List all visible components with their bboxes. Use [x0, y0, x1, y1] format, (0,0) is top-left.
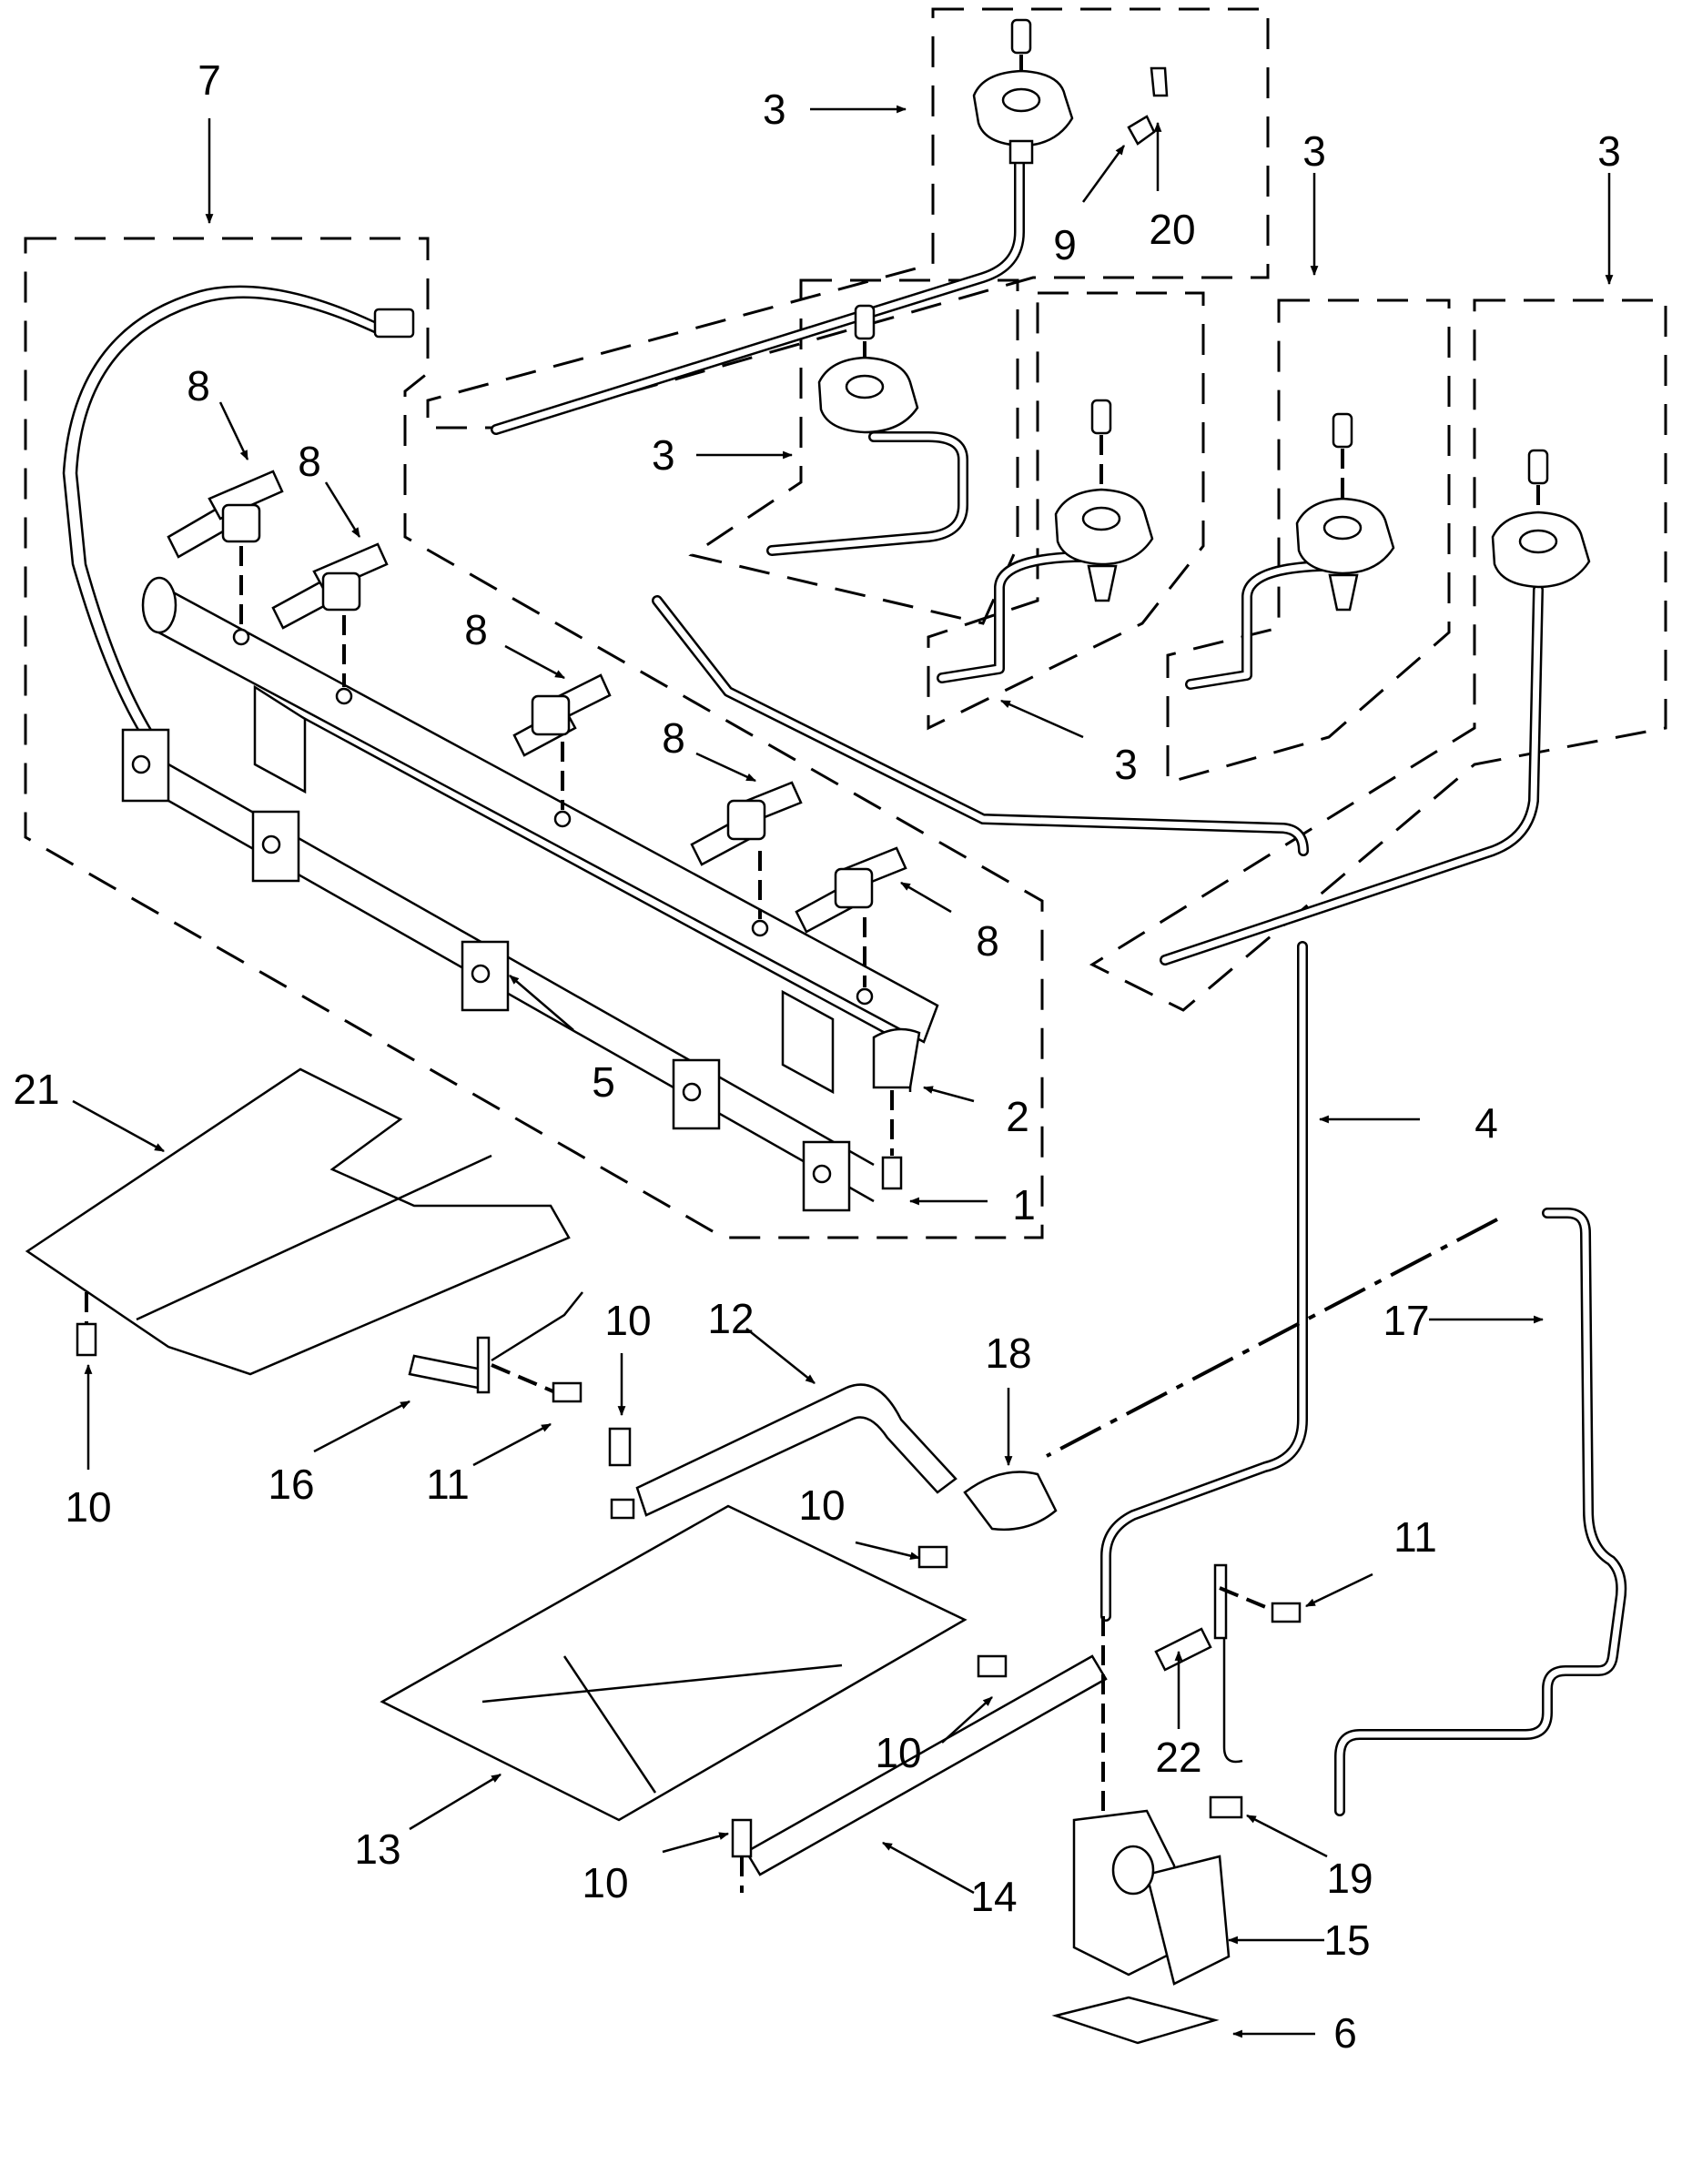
callout-14: 14: [970, 1873, 1017, 1920]
gas-tubing: [491, 149, 1627, 1816]
callout-19: 19: [1326, 1855, 1373, 1902]
bake-burner-tube: [745, 1654, 1108, 1876]
callout-3-left-mid: 3: [652, 431, 675, 479]
burner-elbow-fitting: [963, 1471, 1058, 1531]
orifice-holder-5: [795, 846, 907, 1006]
burner-valves: [817, 18, 1591, 612]
bake-burner-screws: [731, 1654, 1008, 1893]
heat-shield-crease: [136, 1154, 492, 1321]
center-valve-assembly-outline: [688, 278, 1019, 625]
ignitor-wire-harness: [62, 285, 415, 756]
center-burner-valve: [817, 304, 919, 434]
callout-1: 1: [1012, 1181, 1036, 1228]
orifice-holder-1: [167, 470, 284, 646]
regulator-bracket: [1051, 1996, 1220, 2045]
callout-16: 16: [268, 1461, 314, 1508]
callout-6: 6: [1333, 2009, 1357, 2057]
callout-4: 4: [1474, 1099, 1498, 1147]
burner-heat-shield: [25, 1067, 571, 1376]
callout-13: 13: [354, 1825, 400, 1873]
baffle-groove-x: [481, 1655, 843, 1794]
orifice-holder-4: [690, 781, 803, 937]
right-burner-valve: [1295, 412, 1395, 612]
broil-burner: [635, 1383, 958, 1517]
callout-10-a: 10: [65, 1483, 111, 1531]
callout-10-b: 10: [604, 1297, 651, 1344]
right-center-valve-assembly-outline: [927, 291, 1205, 731]
callout-8-b: 8: [298, 438, 321, 485]
manifold-screw: [881, 1090, 903, 1190]
supply-centerline: [1046, 1218, 1498, 1458]
manifold-bracket: [872, 1027, 921, 1089]
far-right-valve-assembly-outline: [1089, 298, 1667, 1012]
callout-labels: 3 20 9 7 3 3 3 3 8 8 8 8 8 5 2 1 21 4 10…: [13, 56, 1620, 2057]
small-parts-9-20: [1127, 66, 1169, 146]
callout-3-top: 3: [763, 86, 786, 133]
callout-leaders: [72, 105, 1614, 2038]
regulator-screw: [1209, 1795, 1243, 1819]
manifold-clips: [121, 728, 851, 1212]
callout-10-c: 10: [798, 1481, 845, 1529]
callout-20: 20: [1149, 206, 1195, 253]
elbow-screw: [917, 1545, 948, 1569]
callout-3-col-b: 3: [1597, 127, 1621, 175]
callout-12: 12: [707, 1295, 754, 1342]
callout-22: 22: [1155, 1734, 1201, 1781]
pressure-regulator: [1072, 1809, 1231, 1986]
broil-igniter-assembly: [408, 1291, 583, 1394]
right-valve-assembly-outline: [1166, 298, 1451, 784]
igniter-screw: [1219, 1586, 1302, 1623]
callout-11-a: 11: [426, 1461, 470, 1508]
callout-3-lower: 3: [1114, 741, 1138, 788]
callout-2: 2: [1006, 1093, 1029, 1140]
oven-burner-baffle: [380, 1504, 968, 1822]
callout-8-c: 8: [464, 606, 488, 653]
callout-21: 21: [13, 1066, 59, 1113]
callout-3-col-a: 3: [1302, 127, 1326, 175]
callout-7: 7: [198, 56, 221, 104]
callout-10-e: 10: [582, 1859, 628, 1906]
top-burner-valve: [972, 18, 1074, 165]
callout-8-e: 8: [976, 917, 999, 965]
callout-8-a: 8: [187, 362, 210, 410]
callout-15: 15: [1323, 1916, 1370, 1964]
burner-orifice-holders: [167, 470, 907, 1006]
broil-screw: [491, 1363, 583, 1403]
heat-shield-screw: [76, 1292, 97, 1357]
broil-screw-10: [608, 1427, 635, 1520]
orifice-holder-3: [512, 673, 612, 828]
callout-11-b: 11: [1393, 1513, 1437, 1561]
callout-5: 5: [592, 1058, 615, 1106]
burner-manifold-assembly-outline: [24, 237, 1044, 1239]
callout-10-d: 10: [875, 1729, 921, 1776]
bake-igniter: [1154, 1563, 1243, 1764]
callout-8-d: 8: [662, 714, 685, 762]
callout-9: 9: [1053, 221, 1077, 268]
callout-17: 17: [1383, 1297, 1429, 1344]
orifice-holder-2: [271, 542, 389, 705]
right-center-burner-valve: [1054, 399, 1154, 602]
callout-18: 18: [985, 1330, 1031, 1377]
far-right-burner-valve: [1491, 449, 1591, 589]
